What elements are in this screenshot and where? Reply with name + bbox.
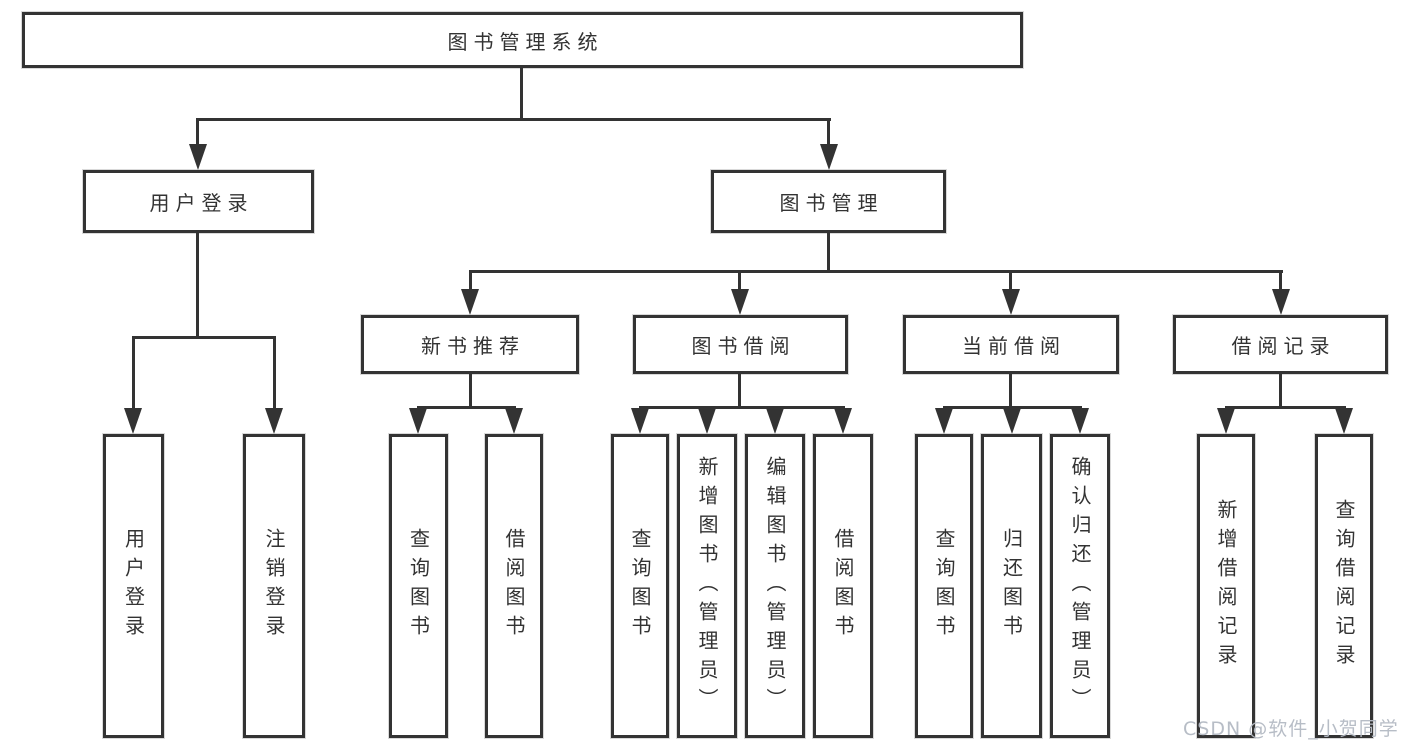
leaf-borrow-books-recommend: 借阅图书 [485, 434, 543, 738]
leaf-query-borrow-record: 查询借阅记录 [1315, 434, 1373, 738]
connector-line [132, 336, 135, 412]
arrowhead-down-icon [189, 144, 207, 170]
node-book-management: 图书管理 [711, 170, 946, 233]
connector-line [1009, 270, 1012, 292]
arrowhead-down-icon [820, 144, 838, 170]
arrowhead-down-icon [1217, 408, 1235, 434]
connector-line [1009, 374, 1012, 408]
leaf-user-login: 用户登录 [103, 434, 164, 738]
node-borrow-records: 借阅记录 [1173, 315, 1388, 374]
connector-line [469, 374, 472, 408]
arrowhead-down-icon [1071, 408, 1089, 434]
leaf-confirm-return-admin: 确认归还（管理员） [1050, 434, 1110, 738]
leaf-add-books-admin: 新增图书（管理员） [677, 434, 737, 738]
connector-line [196, 118, 831, 121]
node-new-book-recommend: 新书推荐 [361, 315, 579, 374]
leaf-query-books-borrow: 查询图书 [611, 434, 669, 738]
node-current-borrow: 当前借阅 [903, 315, 1119, 374]
leaf-edit-books-admin: 编辑图书（管理员） [745, 434, 805, 738]
connector-line [738, 374, 741, 408]
connector-line [738, 270, 741, 292]
connector-line [273, 336, 276, 412]
connector-line [639, 406, 845, 409]
connector-line [469, 270, 472, 292]
connector-line [196, 118, 199, 148]
node-library-management-system: 图书管理系统 [22, 12, 1023, 68]
connector-line [1225, 406, 1346, 409]
arrowhead-down-icon [265, 408, 283, 434]
arrowhead-down-icon [461, 289, 479, 315]
leaf-query-books-current: 查询图书 [915, 434, 973, 738]
watermark: CSDN @软件_小贺同学 [1183, 718, 1399, 740]
leaf-query-books-recommend: 查询图书 [389, 434, 448, 738]
arrowhead-down-icon [698, 408, 716, 434]
connector-line [827, 118, 830, 148]
connector-line [196, 233, 199, 338]
arrowhead-down-icon [766, 408, 784, 434]
arrowhead-down-icon [834, 408, 852, 434]
arrowhead-down-icon [505, 408, 523, 434]
node-user-login: 用户登录 [83, 170, 314, 233]
leaf-borrow-books-borrow: 借阅图书 [813, 434, 873, 738]
arrowhead-down-icon [631, 408, 649, 434]
connector-line [1279, 270, 1282, 292]
arrowhead-down-icon [124, 408, 142, 434]
connector-line [417, 406, 516, 409]
arrowhead-down-icon [731, 289, 749, 315]
arrowhead-down-icon [1003, 408, 1021, 434]
arrowhead-down-icon [1272, 289, 1290, 315]
connector-line [132, 336, 276, 339]
connector-line [943, 406, 1082, 409]
connector-line [469, 270, 1283, 273]
arrowhead-down-icon [935, 408, 953, 434]
arrowhead-down-icon [409, 408, 427, 434]
arrowhead-down-icon [1335, 408, 1353, 434]
connector-line [827, 233, 830, 272]
arrowhead-down-icon [1002, 289, 1020, 315]
leaf-return-books: 归还图书 [981, 434, 1042, 738]
node-book-borrow: 图书借阅 [633, 315, 848, 374]
connector-line [520, 68, 523, 120]
leaf-add-borrow-record: 新增借阅记录 [1197, 434, 1255, 738]
leaf-logout: 注销登录 [243, 434, 305, 738]
connector-line [1279, 374, 1282, 408]
